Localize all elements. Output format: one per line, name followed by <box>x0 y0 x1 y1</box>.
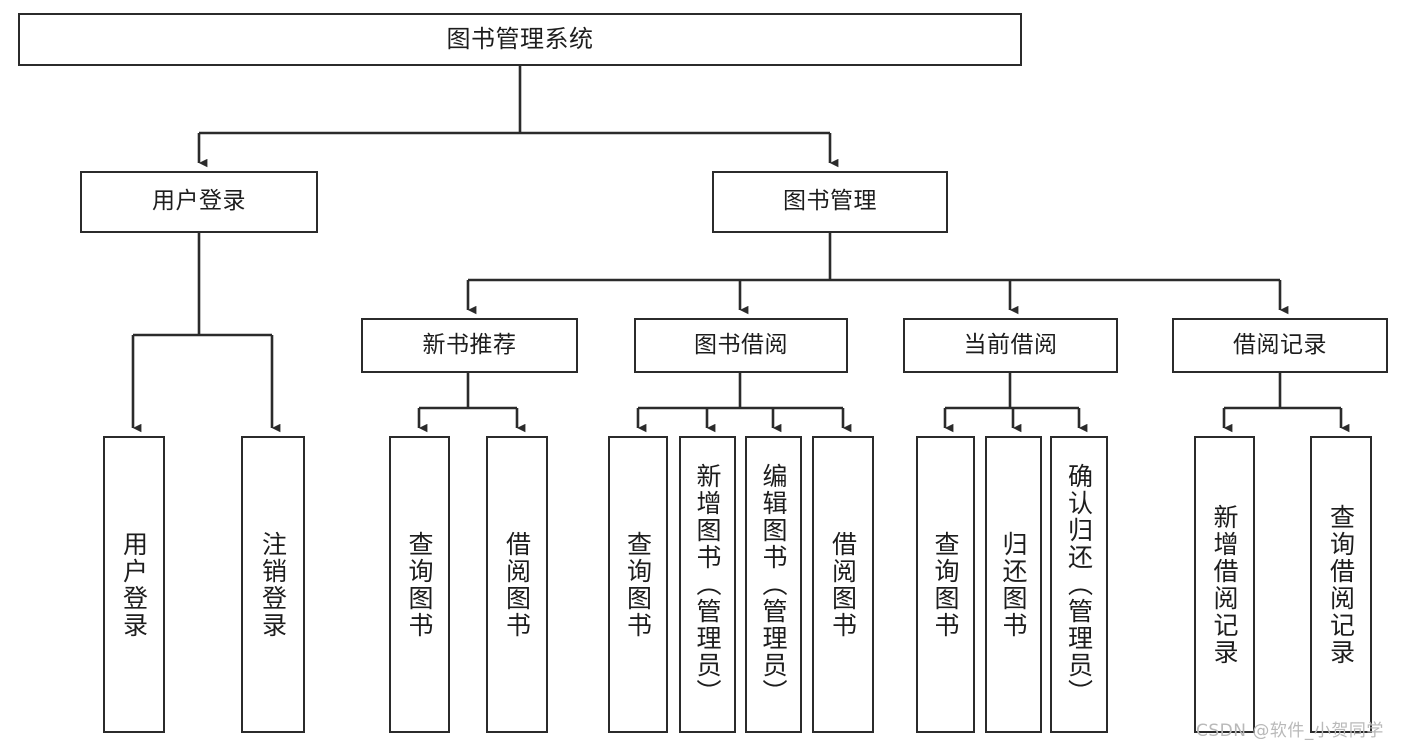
node-current-borrow[interactable]: 当前借阅 <box>903 318 1118 373</box>
node-leaf-add-borrow-record[interactable]: 新增借阅记录 <box>1194 436 1255 733</box>
node-leaf-add-book-label: 新增图书（管理员） <box>693 463 722 706</box>
node-leaf-borrow-book-1-label: 借阅图书 <box>502 530 532 639</box>
node-leaf-borrow-book-2[interactable]: 借阅图书 <box>812 436 874 733</box>
node-leaf-query-book-3[interactable]: 查询图书 <box>916 436 975 733</box>
node-leaf-add-borrow-record-label: 新增借阅记录 <box>1210 503 1239 666</box>
node-leaf-query-book-1[interactable]: 查询图书 <box>389 436 450 733</box>
node-leaf-user-logout[interactable]: 注销登录 <box>241 436 305 733</box>
node-leaf-borrow-book-1[interactable]: 借阅图书 <box>486 436 548 733</box>
node-leaf-return-book[interactable]: 归还图书 <box>985 436 1042 733</box>
node-borrow-record-label: 借阅记录 <box>1233 331 1327 358</box>
node-leaf-query-book-1-label: 查询图书 <box>405 530 434 639</box>
node-user-login[interactable]: 用户登录 <box>80 171 318 233</box>
node-leaf-edit-book-label: 编辑图书（管理员） <box>759 463 788 706</box>
node-book-management-label: 图书管理 <box>783 188 877 215</box>
node-leaf-add-book[interactable]: 新增图书（管理员） <box>679 436 736 733</box>
node-leaf-query-borrow-record-label: 查询借阅记录 <box>1326 503 1356 666</box>
node-root-label: 图书管理系统 <box>446 25 594 54</box>
node-leaf-query-book-2[interactable]: 查询图书 <box>608 436 668 733</box>
node-book-borrow[interactable]: 图书借阅 <box>634 318 848 373</box>
node-leaf-user-login-label: 用户登录 <box>119 530 149 639</box>
node-current-borrow-label: 当前借阅 <box>963 331 1058 358</box>
node-leaf-confirm-return-label: 确认归还（管理员） <box>1064 463 1094 706</box>
node-leaf-return-book-label: 归还图书 <box>999 530 1028 639</box>
node-new-book-recommend[interactable]: 新书推荐 <box>361 318 578 373</box>
node-root[interactable]: 图书管理系统 <box>18 13 1022 66</box>
node-leaf-user-logout-label: 注销登录 <box>258 530 288 639</box>
node-leaf-query-book-3-label: 查询图书 <box>931 530 960 639</box>
node-new-book-recommend-label: 新书推荐 <box>422 331 517 358</box>
node-leaf-confirm-return[interactable]: 确认归还（管理员） <box>1050 436 1108 733</box>
node-leaf-user-login[interactable]: 用户登录 <box>103 436 165 733</box>
node-leaf-query-borrow-record[interactable]: 查询借阅记录 <box>1310 436 1372 733</box>
node-leaf-borrow-book-2-label: 借阅图书 <box>828 530 858 639</box>
node-book-borrow-label: 图书借阅 <box>694 331 788 358</box>
node-user-login-label: 用户登录 <box>152 188 246 215</box>
node-book-management[interactable]: 图书管理 <box>712 171 948 233</box>
node-borrow-record[interactable]: 借阅记录 <box>1172 318 1388 373</box>
node-leaf-edit-book[interactable]: 编辑图书（管理员） <box>745 436 802 733</box>
node-leaf-query-book-2-label: 查询图书 <box>623 530 653 639</box>
csdn-watermark: CSDN @软件_小贺同学 <box>1196 721 1384 741</box>
